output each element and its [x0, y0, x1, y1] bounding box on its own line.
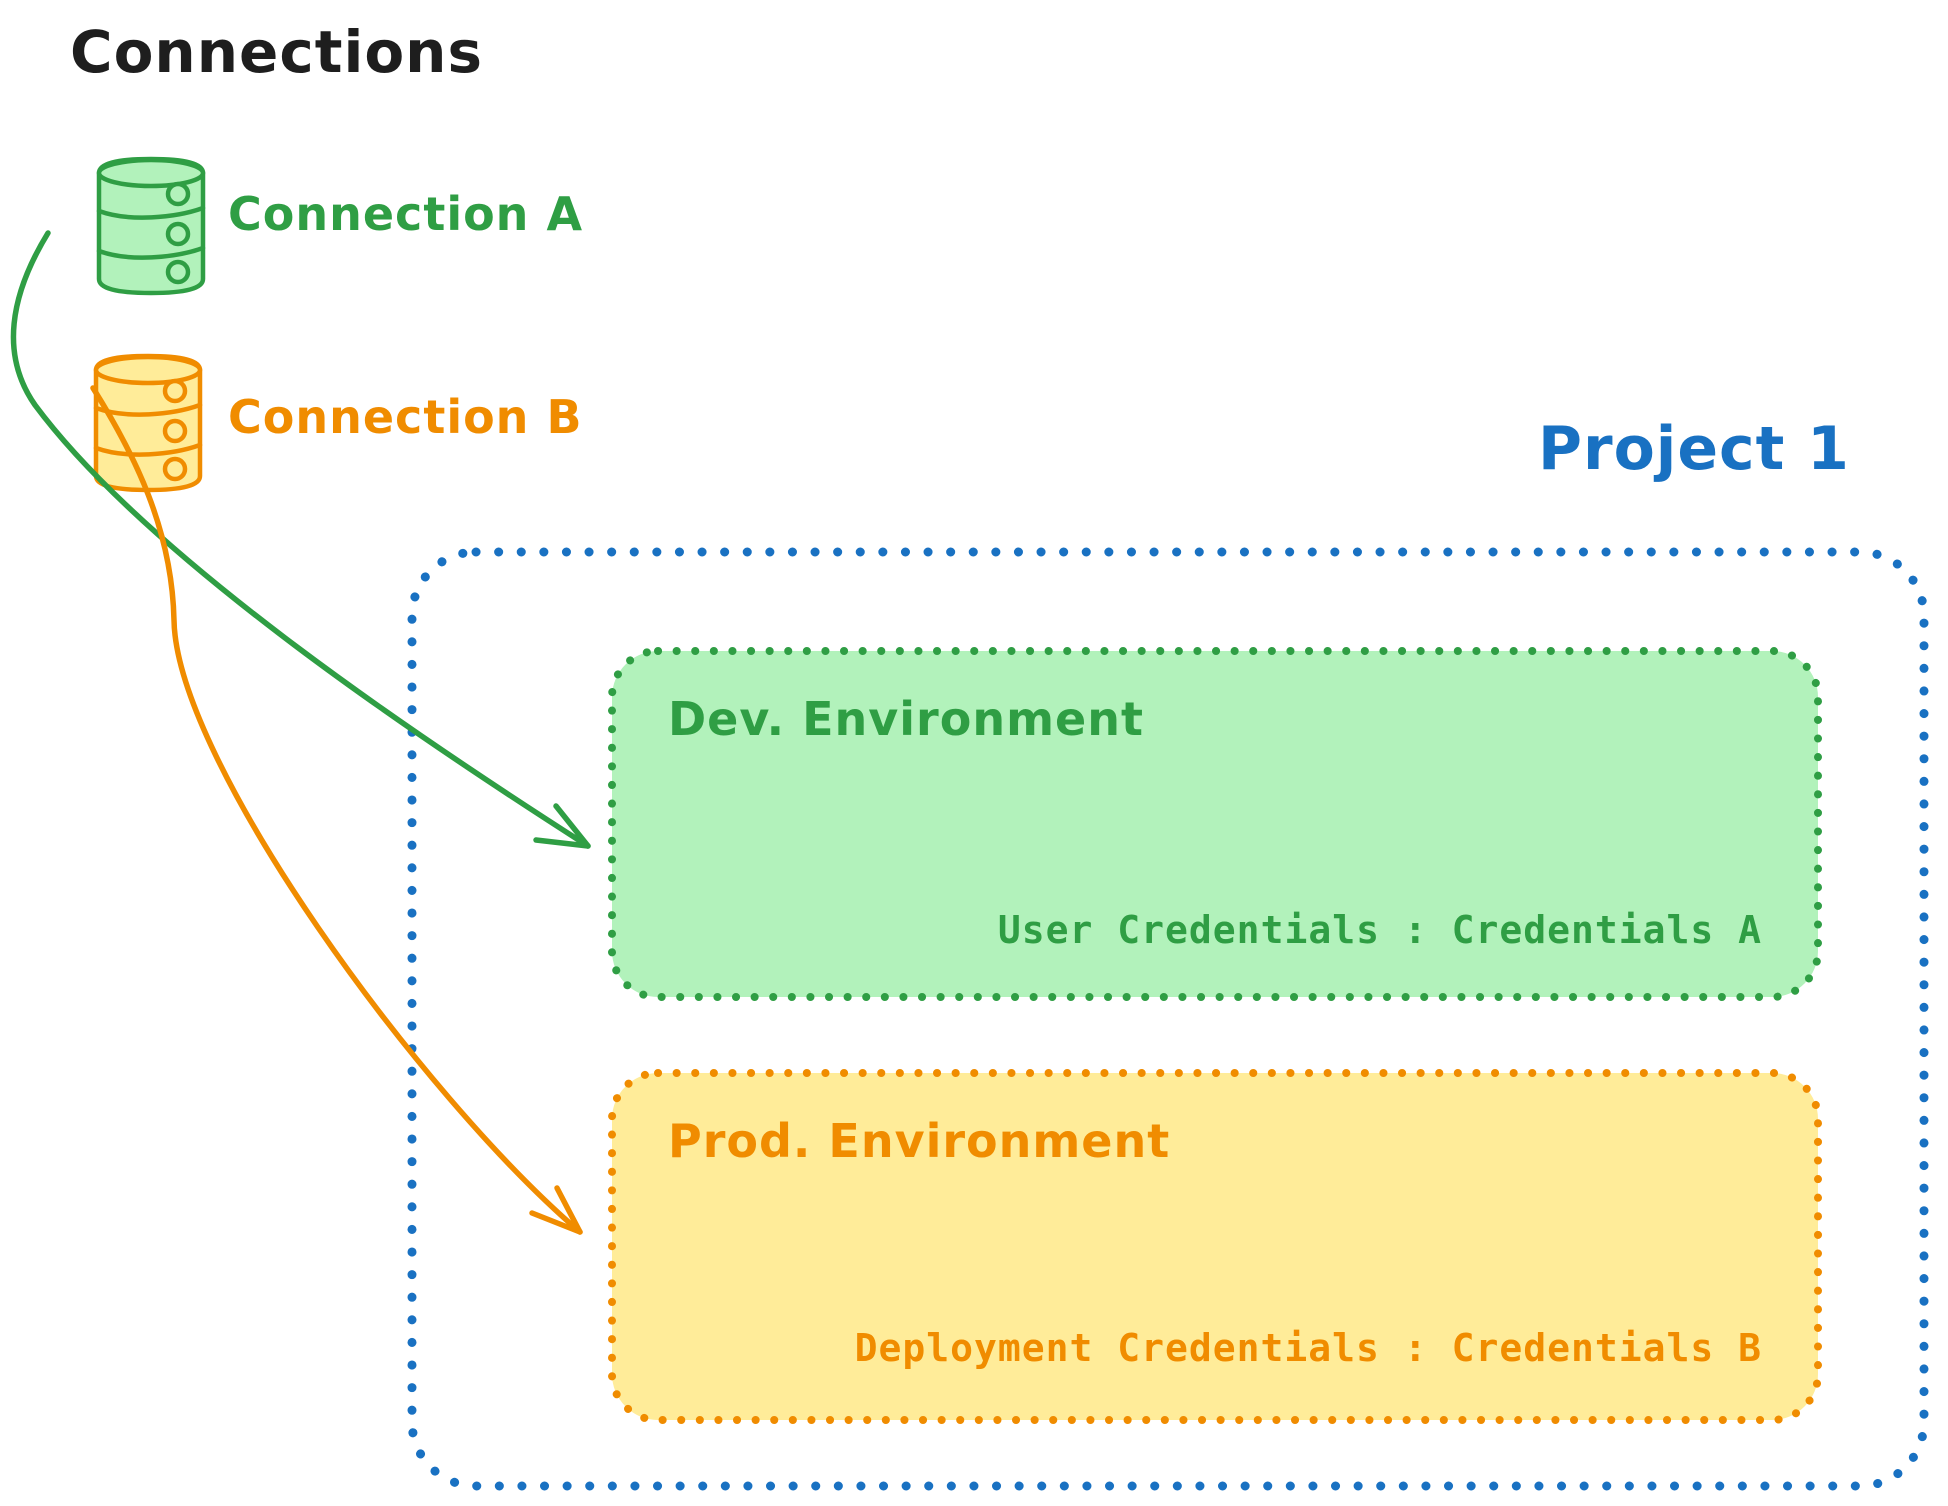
arrowhead-icon [529, 1185, 583, 1235]
project-title: Project 1 [1538, 414, 1850, 484]
dev-credentials-text: User Credentials : Credentials A [997, 908, 1762, 952]
prod-environment-box [608, 1069, 1822, 1424]
connection-a-label: Connection A [228, 187, 584, 241]
connections-title: Connections [70, 18, 483, 86]
connection-b-database-icon [93, 353, 203, 493]
connection-a-database-icon [96, 156, 206, 296]
arrowhead-icon [533, 803, 591, 849]
dev-environment-label: Dev. Environment [668, 692, 1144, 746]
connection-b-arrow [90, 385, 583, 1235]
prod-credentials-text: Deployment Credentials : Credentials B [854, 1326, 1762, 1370]
dev-environment-box [608, 647, 1822, 1001]
prod-environment-label: Prod. Environment [668, 1114, 1171, 1168]
connection-b-label: Connection B [228, 390, 583, 444]
connection-a-arrow [10, 230, 591, 849]
